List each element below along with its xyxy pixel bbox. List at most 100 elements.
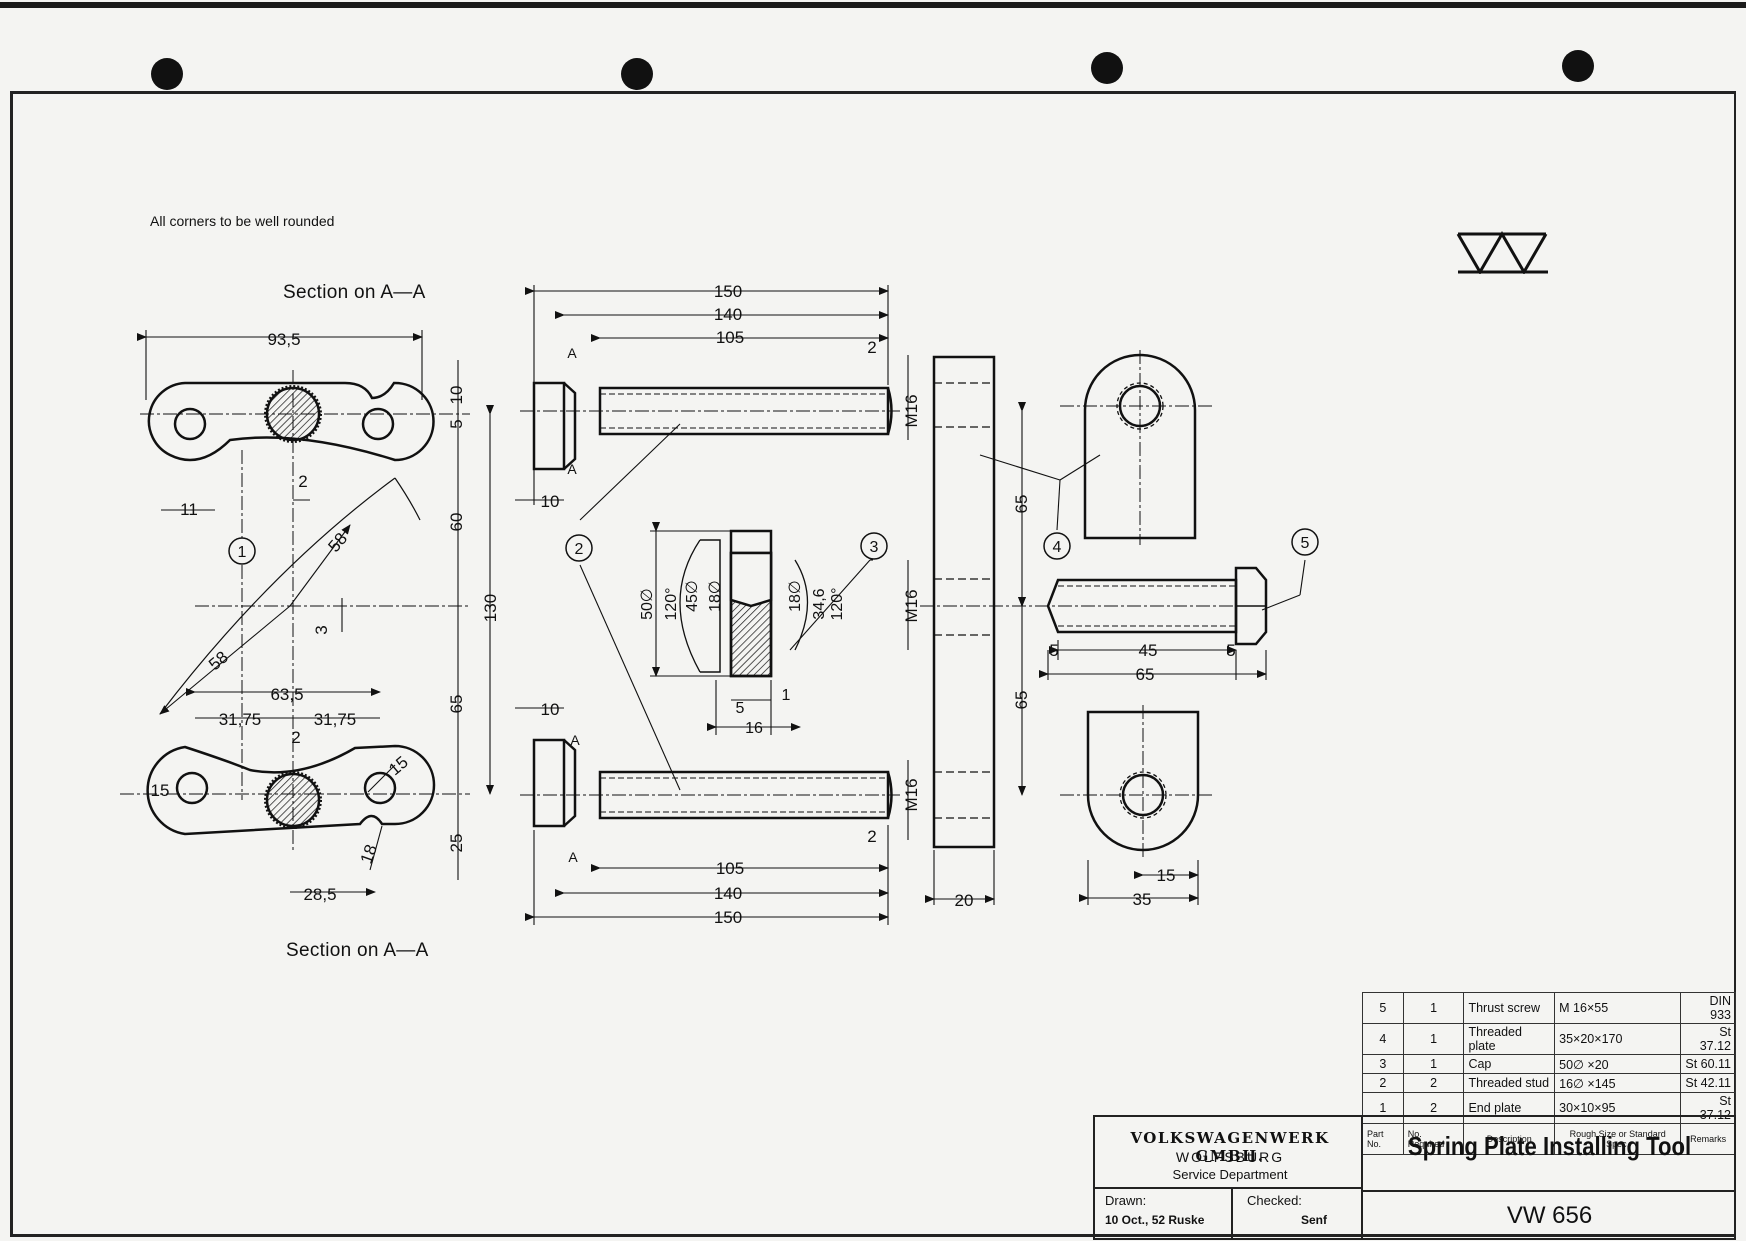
header-rough-size: Rough Size or Standard Spec.	[1554, 1123, 1682, 1155]
remarks: St 60.11	[1680, 1054, 1736, 1074]
part-no: 2	[1362, 1073, 1404, 1093]
parts-header-row: Part No. No. Required Description Rough …	[1362, 1123, 1736, 1155]
dim-text: 120°	[829, 587, 846, 620]
title-block-title: Spring Plate Installing Tool VW 656	[1361, 1115, 1736, 1240]
rough-size: 50∅ ×20	[1554, 1054, 1682, 1074]
dim-text: 130	[481, 594, 500, 622]
cap-dimension-lines	[650, 522, 873, 735]
dim-text: 18∅	[787, 580, 804, 612]
description: Thrust screw	[1463, 992, 1556, 1024]
section-label-bottom: Section on A—A	[286, 940, 429, 961]
dim-text: 65	[1136, 665, 1155, 684]
dim-text: 25	[447, 834, 466, 853]
dim-text: 150	[714, 908, 742, 927]
drawn-box: Drawn: 10 Oct., 52 Ruske	[1095, 1187, 1233, 1240]
balloon-5	[1291, 528, 1319, 556]
balloon-2	[565, 534, 593, 562]
dim-text: 10	[541, 492, 560, 511]
dim-text: 31,75	[314, 710, 357, 729]
stud-dimension-lines	[515, 285, 909, 925]
part-balloons	[228, 528, 1319, 565]
plate-centerlines	[920, 350, 1250, 860]
dim-text: 65	[1012, 495, 1031, 514]
dim-text: 10	[447, 386, 466, 405]
header-part-no: Part No.	[1362, 1123, 1404, 1155]
dim-text: 45∅	[684, 580, 701, 612]
plate-dimension-lines	[907, 402, 1199, 905]
end-plate-bottom-view	[146, 744, 436, 836]
end-plate-top-view	[147, 381, 435, 462]
dim-text: 18∅	[707, 580, 724, 612]
company-department: Service Department	[1172, 1167, 1288, 1182]
remarks: DIN 933	[1680, 992, 1736, 1024]
punch-hole	[151, 58, 183, 90]
end-plate-centerlines	[120, 370, 470, 850]
drawn-value: 10 Oct., 52 Ruske	[1105, 1213, 1205, 1227]
end-plate-radius-arcs	[159, 477, 421, 715]
dim-text: M16	[902, 778, 921, 811]
parts-row: 5 1 Thrust screw M 16×55 DIN 933	[1362, 992, 1736, 1024]
balloon-text: 3	[870, 539, 879, 556]
threaded-stud-top	[532, 381, 893, 471]
dim-text: 3	[312, 625, 331, 634]
dim-text: 16	[745, 720, 763, 737]
sheet-top-edge	[0, 2, 1746, 8]
stud-dimension-texts: 150 140 105 2 M16 10 10 105 140 150 2 M1…	[541, 282, 921, 927]
rough-size: 35×20×170	[1554, 1023, 1682, 1055]
dim-text: 150	[714, 282, 742, 301]
balloon-texts: 1 2 3 4 5	[238, 535, 1310, 561]
threaded-stud-bottom	[532, 738, 893, 828]
dim-text: 2	[867, 827, 876, 846]
dim-text: 50∅	[639, 588, 656, 620]
checked-value: Senf	[1301, 1213, 1328, 1227]
dim-text: 5	[447, 419, 466, 428]
dim-text: 63,5	[270, 685, 303, 704]
parts-row: 2 2 Threaded stud 16∅ ×145 St 42.11	[1362, 1073, 1736, 1093]
screw-dimension-texts: 5 45 5 65	[1049, 641, 1235, 684]
section-label-top: Section on A—A	[283, 282, 426, 303]
section-mark: A	[568, 849, 578, 865]
dim-text: 1	[782, 687, 791, 704]
cap-dimension-texts: 50∅ 120° 45∅ 18∅ 18∅ 34,6 120° 5 1 16	[639, 580, 846, 737]
dim-text: 35	[1133, 890, 1152, 909]
balloon-1	[228, 537, 256, 565]
drawn-label: Drawn:	[1105, 1193, 1147, 1208]
dim-text: 93,5	[267, 330, 300, 349]
remarks: St 42.11	[1680, 1073, 1736, 1093]
rough-size: M 16×55	[1554, 992, 1682, 1024]
dim-text: 2	[867, 338, 876, 357]
dim-text: 105	[716, 328, 744, 347]
end-plate-dimension-lines	[137, 330, 494, 896]
dim-text: 120°	[663, 587, 680, 620]
parts-row: 3 1 Cap 50∅ ×20 St 60.11	[1362, 1054, 1736, 1074]
dim-text: 2	[298, 472, 307, 491]
dim-text: 18	[357, 842, 381, 866]
cap-section	[679, 529, 809, 678]
dim-text: 5	[1049, 641, 1058, 660]
header-quantity: No. Required	[1402, 1123, 1465, 1155]
quantity: 2	[1402, 1073, 1465, 1093]
dim-text: 34,6	[811, 588, 828, 619]
punch-hole	[1091, 52, 1123, 84]
surface-finish-mark	[1456, 231, 1548, 274]
general-note: All corners to be well rounded	[150, 213, 335, 229]
punch-hole	[621, 58, 653, 90]
dim-text: 45	[1139, 641, 1158, 660]
dim-text: 58	[324, 529, 351, 556]
remarks: St 37.12	[1680, 1092, 1736, 1124]
description: Cap	[1463, 1054, 1556, 1074]
dim-text: 140	[714, 884, 742, 903]
remarks: St 37.12	[1680, 1023, 1736, 1055]
quantity: 1	[1402, 1023, 1465, 1055]
balloon-text: 1	[238, 544, 247, 561]
part-no: 3	[1362, 1054, 1404, 1074]
balloon-text: 2	[575, 541, 584, 558]
dim-text: M16	[902, 589, 921, 622]
screw-dimension-lines	[1039, 559, 1306, 680]
description: Threaded plate	[1463, 1023, 1556, 1055]
dim-text: 15	[151, 781, 170, 800]
part-no: 4	[1362, 1023, 1404, 1055]
thrust-screw	[1046, 566, 1268, 646]
